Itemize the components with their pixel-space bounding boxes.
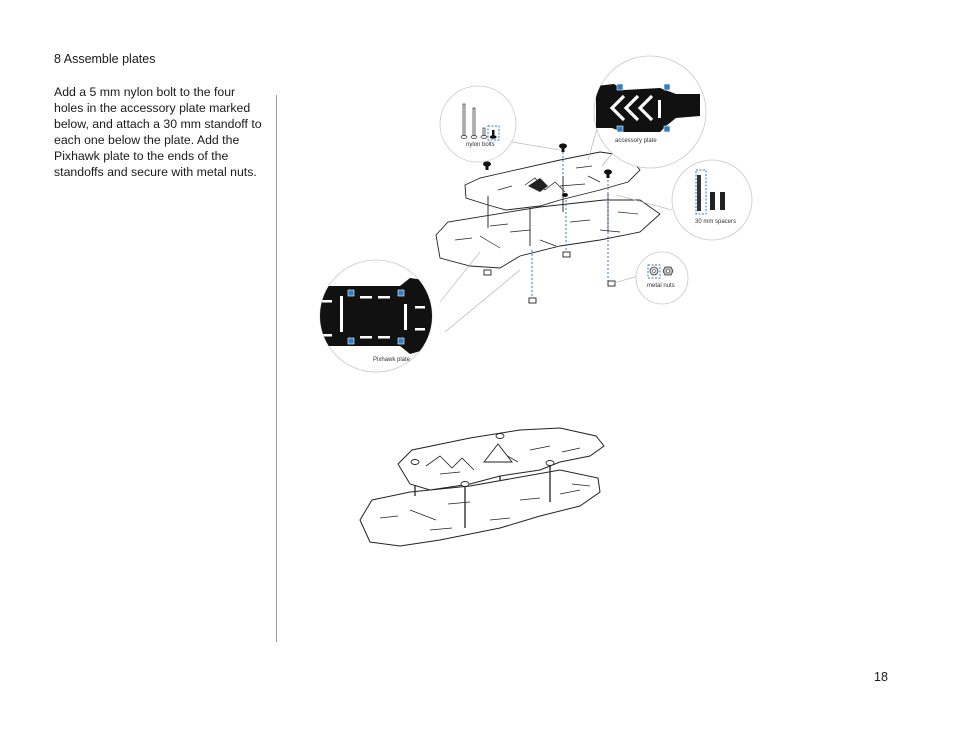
callout-metal-nuts: metal nuts — [635, 251, 689, 305]
exploded-pixhawk-plate — [435, 199, 661, 269]
step-instructions: Add a 5 mm nylon bolt to the four holes … — [54, 85, 262, 179]
pixhawk-hole-markers — [347, 289, 405, 345]
accessory-hole-markers — [616, 83, 671, 133]
assembled-frame — [359, 427, 605, 547]
nylon-bolts-caption: nylon bolts — [466, 142, 495, 148]
callout-accessory-plate: accessory plate — [593, 55, 707, 169]
exploded-accessory-plate — [464, 151, 641, 211]
metal-nuts-caption: metal nuts — [647, 283, 675, 289]
callout-pixhawk-plate: Pixhawk plate — [319, 259, 433, 373]
exploded-bolts — [483, 143, 612, 197]
page-number: 18 — [874, 670, 888, 684]
callout-nylon-bolts: nylon bolts — [439, 85, 517, 163]
callout-30mm-spacers: 30 mm spacers — [671, 159, 753, 241]
callout-leaders — [439, 107, 673, 333]
exploded-nuts — [483, 251, 616, 304]
spacers-caption: 30 mm spacers — [695, 219, 736, 225]
step-heading: 8 Assemble plates — [54, 52, 156, 66]
column-divider — [276, 95, 277, 642]
alignment-guides — [531, 152, 609, 298]
accessory-plate-caption: accessory plate — [615, 138, 657, 144]
nylon-bolt-highlight — [489, 130, 497, 139]
pixhawk-plate-caption: Pixhawk plate — [373, 357, 411, 363]
